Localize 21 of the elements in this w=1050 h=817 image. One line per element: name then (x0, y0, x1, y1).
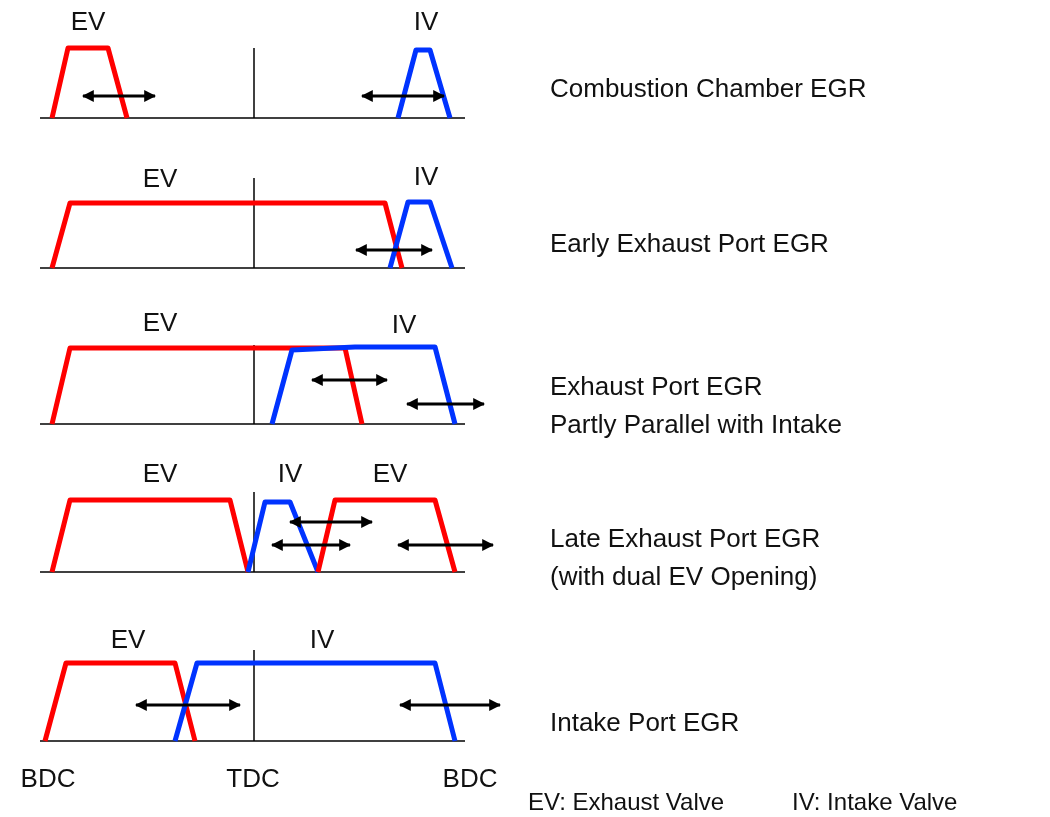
strategy-label: Intake Port EGR (550, 707, 740, 737)
strategy-label: Combustion Chamber EGR (550, 73, 867, 103)
strategy-label: Early Exhaust Port EGR (550, 228, 829, 258)
crank-position-label: TDC (226, 763, 280, 793)
valve-label: EV (142, 163, 178, 193)
crank-position-label: BDC (20, 763, 76, 793)
valve-label: IV (413, 6, 439, 36)
crank-position-label: BDC (442, 763, 498, 793)
valve-label: EV (142, 307, 178, 337)
valve-label: EV (142, 458, 178, 488)
valve-label: EV (372, 458, 408, 488)
strategy-label: Exhaust Port EGR Partly Parallel with Intake (550, 370, 842, 441)
valve-label: IV (413, 161, 439, 191)
valve-label: EV (110, 624, 146, 654)
legend-note: EV: Exhaust Valve (528, 787, 725, 817)
strategy-label: Late Exhaust Port EGR (with dual EV Opening) (550, 522, 821, 593)
valve-label: IV (391, 309, 417, 339)
valve-label: IV (277, 458, 303, 488)
valve-label: EV (70, 6, 106, 36)
valve-label: IV (309, 624, 335, 654)
legend-note: IV: Intake Valve (792, 787, 958, 817)
